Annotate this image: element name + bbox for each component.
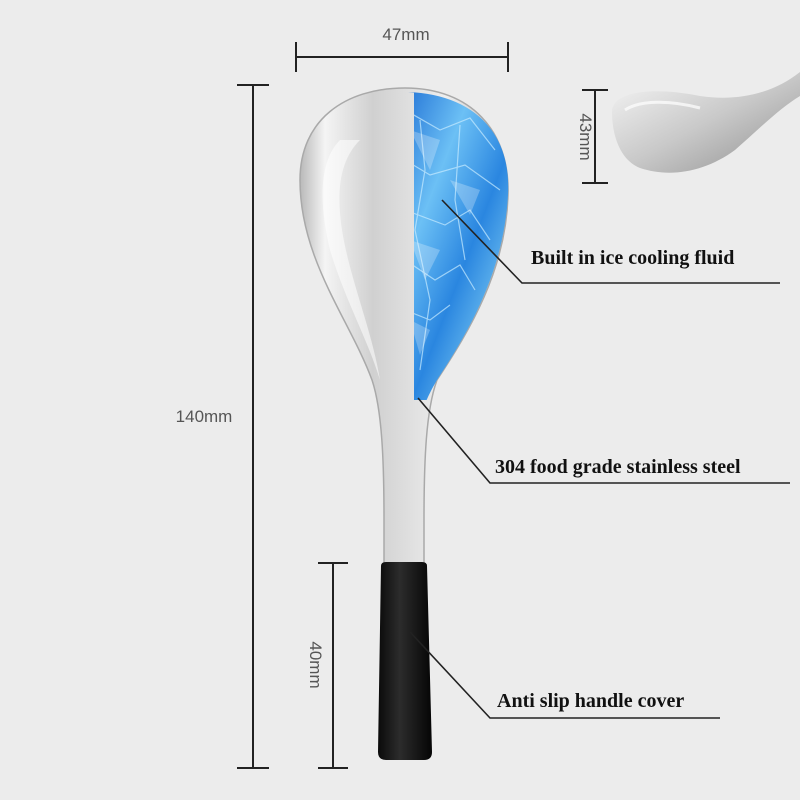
width-label: 47mm [382, 25, 429, 44]
handle-cover-leader [409, 631, 720, 719]
steel-leader [417, 397, 790, 484]
head-depth-dimension [582, 89, 608, 184]
width-dimension [295, 42, 509, 72]
side-view-head [612, 72, 800, 173]
length-label: 140mm [176, 407, 233, 426]
handle-length-dimension [318, 562, 348, 769]
side-view-shape [612, 72, 800, 173]
handle-cover-callout: Anti slip handle cover [497, 690, 684, 712]
cooling-fluid-leader [441, 199, 780, 284]
handle-length-label: 40mm [306, 641, 325, 688]
length-dimension [237, 84, 269, 769]
spoon-inner-highlight [322, 140, 380, 380]
cooling-fluid-callout: Built in ice cooling fluid [531, 247, 734, 269]
head-depth-label: 43mm [576, 113, 595, 160]
anti-slip-handle [378, 562, 432, 760]
steel-callout: 304 food grade stainless steel [495, 456, 741, 478]
